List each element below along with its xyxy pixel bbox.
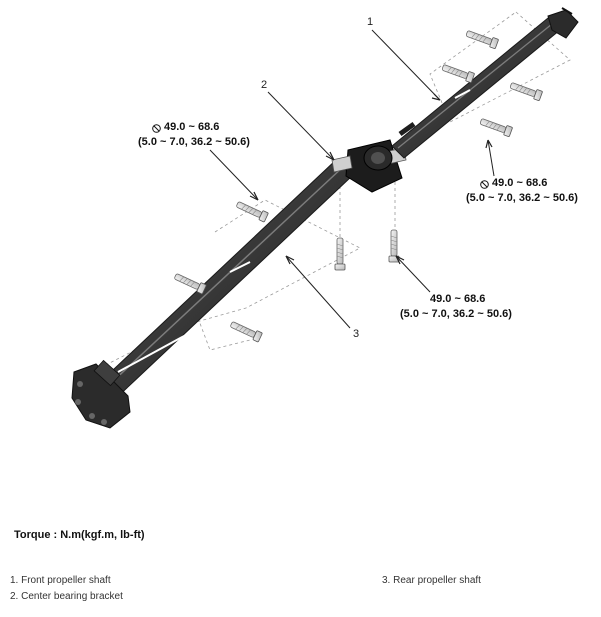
- legend-item-rear-propeller-shaft: 3. Rear propeller shaft: [382, 575, 481, 586]
- torque-spec-upper-left: 49.0 ~ 68.6 (5.0 ~ 7.0, 36.2 ~ 50.6): [138, 120, 250, 150]
- torque-unit-caption: Torque : N.m(kgf.m, lb-ft): [14, 529, 145, 541]
- torque-detail: (5.0 ~ 7.0, 36.2 ~ 50.6): [466, 192, 578, 204]
- front-slip-yoke: [547, 7, 579, 39]
- torque-spec-lower: 49.0 ~ 68.6 (5.0 ~ 7.0, 36.2 ~ 50.6): [400, 292, 512, 322]
- propeller-shaft: [71, 7, 579, 429]
- torque-value: 49.0 ~ 68.6: [430, 293, 486, 305]
- callout-number-2: 2: [261, 79, 268, 91]
- parts-legend-left: 1. Front propeller shaft 2. Center beari…: [10, 573, 123, 605]
- no-symbol-icon: [480, 179, 489, 189]
- torque-value: 49.0 ~ 68.6: [492, 177, 548, 189]
- torque-value: 49.0 ~ 68.6: [164, 121, 220, 133]
- torque-detail: (5.0 ~ 7.0, 36.2 ~ 50.6): [138, 136, 250, 148]
- parts-legend-right: 3. Rear propeller shaft: [382, 573, 481, 589]
- torque-detail: (5.0 ~ 7.0, 36.2 ~ 50.6): [400, 308, 512, 320]
- rear-flange-yoke: [71, 359, 131, 429]
- callout-number-3: 3: [353, 328, 360, 340]
- center-bearing-bracket: [331, 139, 407, 193]
- callout-number-1: 1: [367, 16, 374, 28]
- leader-lines: [209, 29, 495, 329]
- torque-spec-right: 49.0 ~ 68.6 (5.0 ~ 7.0, 36.2 ~ 50.6): [466, 176, 578, 206]
- legend-item-center-bearing-bracket: 2. Center bearing bracket: [10, 591, 123, 602]
- no-symbol-icon: [152, 123, 161, 133]
- legend-item-front-propeller-shaft: 1. Front propeller shaft: [10, 575, 111, 586]
